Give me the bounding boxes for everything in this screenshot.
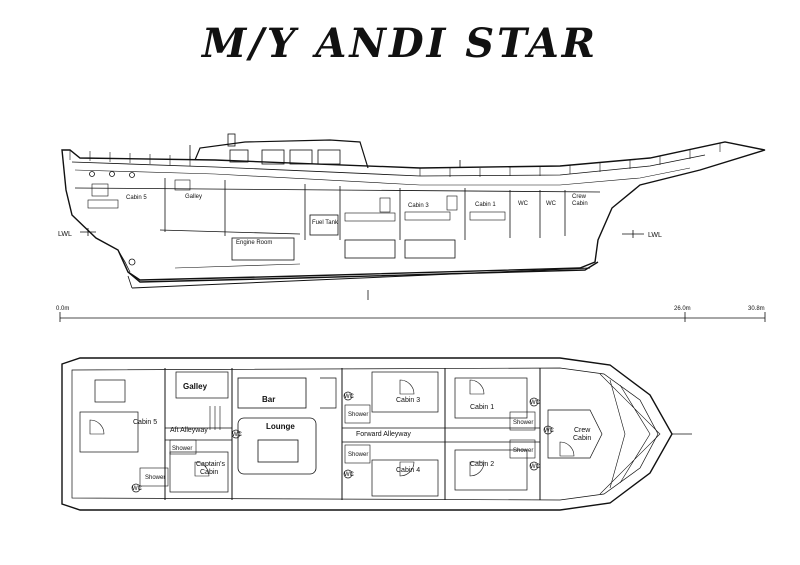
plan-label-cabin5: Cabin 5 [133,419,157,426]
plan-label-crew-2: Cabin [573,435,591,442]
plan-label-wc-3: WC [132,486,143,492]
profile-hull [61,141,766,281]
profile-label-cabin5: Cabin 5 [126,195,147,201]
plan-label-bar: Bar [262,395,275,404]
plan-label-cabin2: Cabin 2 [470,461,494,468]
profile-label-cabin3: Cabin 3 [408,203,429,209]
profile-label-wc-a: WC [518,201,529,207]
profile-label-crew-1: Crew [572,194,587,200]
plan-hull [61,357,673,511]
profile-label-cabin1: Cabin 1 [475,202,496,208]
plan-label-shower-c2: Shower [513,448,533,454]
plan-label-crew-1: Crew [574,427,591,434]
scale-end: 30.8m [748,306,765,312]
scale-start: 0.0m [56,306,69,312]
profile-deckhouse [194,139,369,169]
profile-label-wc-b: WC [546,201,557,207]
plan-label-cabin4: Cabin 4 [396,467,420,474]
lwl-label-left: LWL [58,231,72,238]
plan-label-galley: Galley [183,382,208,391]
plan-label-wc-4: WC [530,400,541,406]
lwl-label-right: LWL [648,232,662,239]
page-title: M/Y ANDI STAR [201,20,599,67]
plan-label-wc-5: WC [544,428,555,434]
plan-label-captains-1: Captain's [196,461,225,468]
plan-label-shower-aft-1: Shower [172,446,192,452]
plan-label-shower-c3: Shower [348,412,368,418]
plan-label-wc-2: WC [232,432,243,438]
profile-label-crew-2: Cabin [572,201,588,207]
profile-view: LWL LWL Cabin 5 Galley Engine Room Fuel … [58,133,766,300]
plan-label-wc-1: WC [344,394,355,400]
deck-plan: Galley Bar Lounge Cabin 5 Aft Alleyway C… [61,357,692,511]
plan-label-forward-alleyway: Forward Alleyway [356,431,411,438]
scale-mid: 26.0m [674,306,691,312]
plan-label-wc-7: WC [344,472,355,478]
plan-label-aft-alleyway: Aft Alleyway [170,427,208,434]
plan-label-captains-2: Cabin [200,469,218,476]
plan-label-wc-6: WC [530,464,541,470]
plan-label-cabin1: Cabin 1 [470,404,494,411]
plan-label-lounge: Lounge [266,422,295,431]
profile-label-fuel-tank: Fuel Tank [312,220,339,226]
profile-label-galley: Galley [185,194,202,200]
profile-label-engine-room: Engine Room [236,240,272,246]
plan-label-shower-c4: Shower [348,452,368,458]
scale-bar: 0.0m 26.0m 30.8m [56,306,766,322]
plan-label-shower-aft-2: Shower [145,475,165,481]
plan-label-cabin3: Cabin 3 [396,397,420,404]
plan-label-shower-c1: Shower [513,420,533,426]
